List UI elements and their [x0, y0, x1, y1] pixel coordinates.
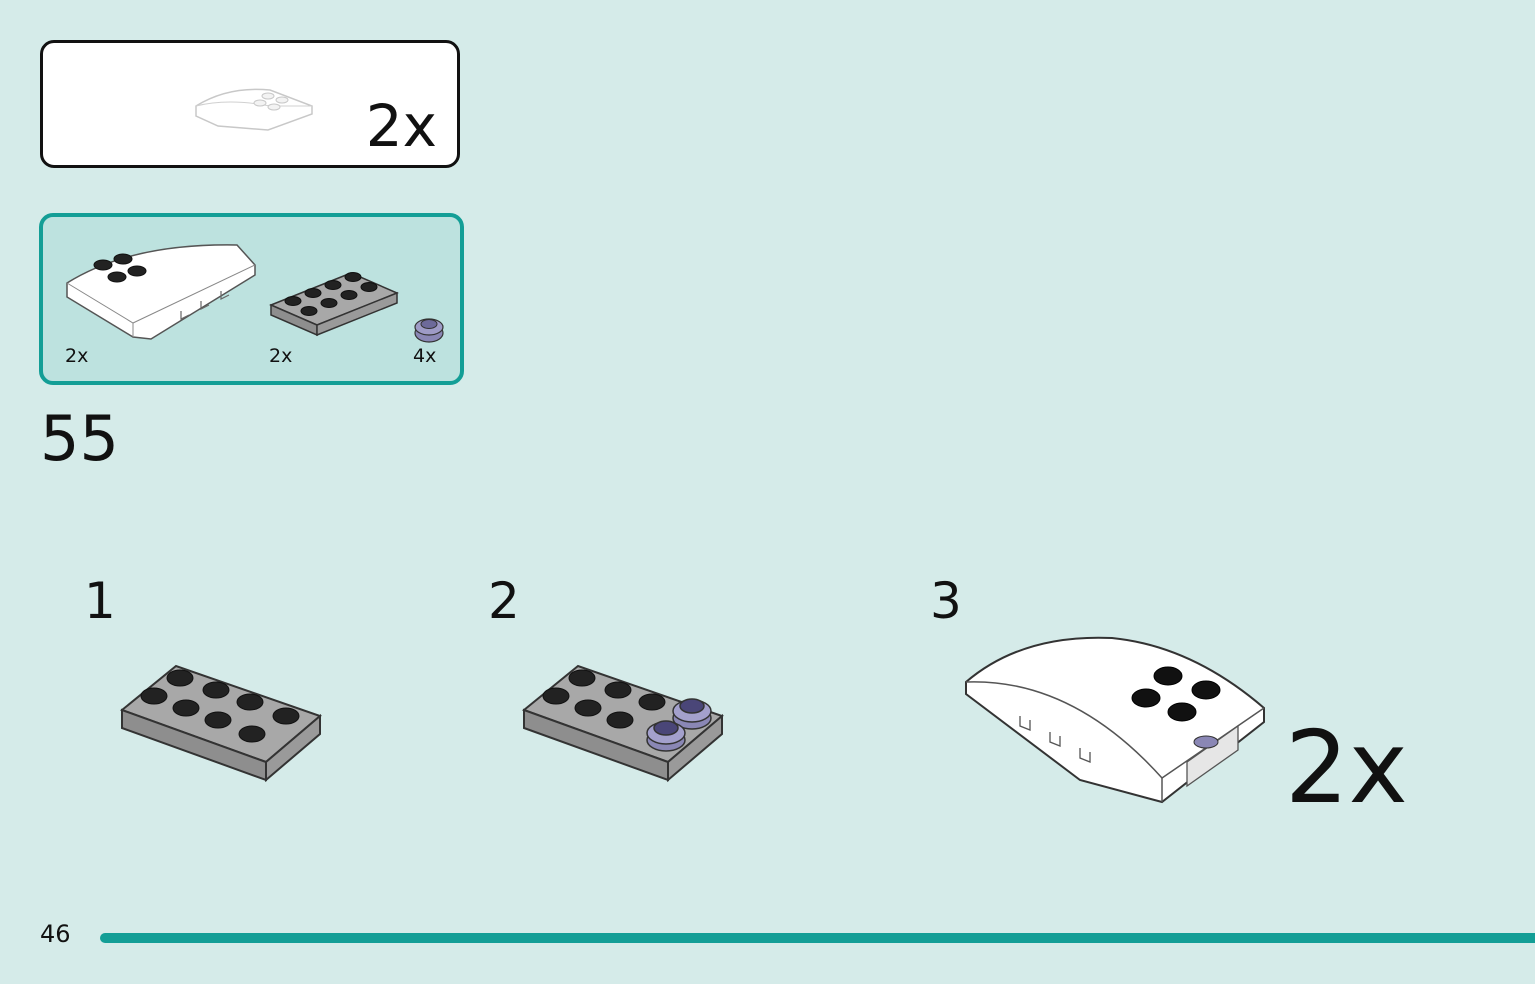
submodel-count: 2x: [365, 92, 437, 160]
substep-1-plate-image: [119, 664, 322, 783]
page-number: 46: [40, 920, 71, 948]
submodel-callout: 2x: [40, 40, 460, 168]
substep-2-plate-image: [521, 664, 724, 783]
round-plate-icon: [414, 318, 444, 343]
parts-qty-round-plate: 4x: [413, 345, 437, 367]
substep-number-2: 2: [488, 572, 520, 630]
parts-list: 2x 2x 4x: [39, 213, 464, 385]
substep-number-1: 1: [84, 572, 116, 630]
submodel-slope-image: [195, 88, 313, 131]
parts-qty-plate: 2x: [269, 345, 293, 367]
substep-3-multiplier: 2x: [1285, 709, 1408, 826]
dark-gray-plate-icon: [269, 272, 399, 337]
step-number: 55: [40, 402, 119, 475]
substep-3-slope-image: [965, 636, 1265, 804]
substep-number-3: 3: [930, 572, 962, 630]
white-curved-slope-icon: [66, 244, 256, 340]
parts-qty-slope: 2x: [65, 345, 89, 367]
progress-bar: [100, 933, 1535, 943]
